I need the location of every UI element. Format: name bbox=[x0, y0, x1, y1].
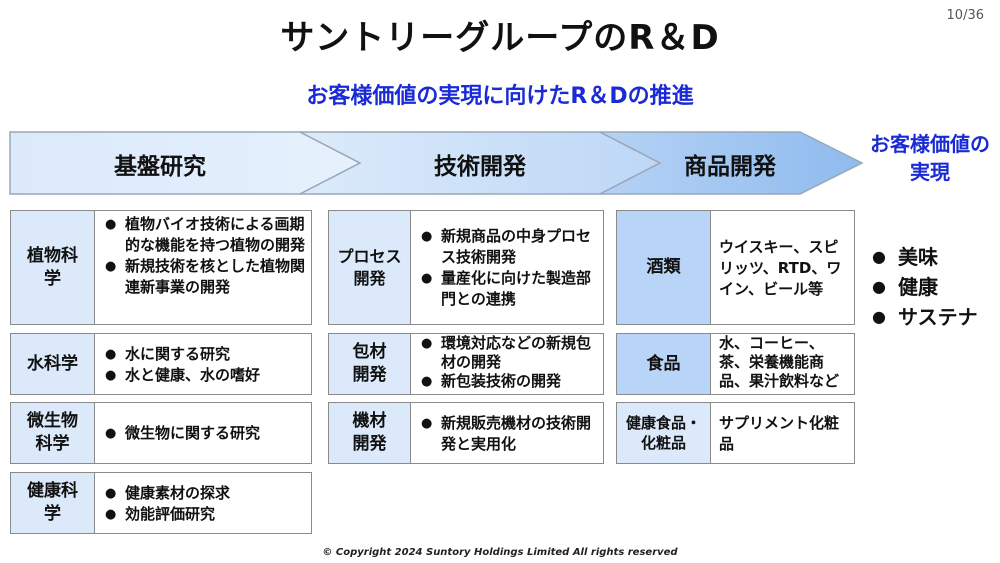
product-desc: ウイスキー、スピリッツ、RTD、ワイン、ビール等 bbox=[719, 237, 842, 298]
goal-item: 美味 bbox=[872, 242, 978, 272]
stage-label-research: 基盤研究 bbox=[114, 154, 206, 180]
goal-list: 美味 健康 サステナ bbox=[872, 242, 978, 332]
list-item: 環境対応などの新規包材の開発 bbox=[419, 334, 597, 372]
product-category: 酒類 bbox=[617, 211, 711, 324]
page-number: 10/36 bbox=[946, 8, 984, 23]
product-desc: サプリメント化粧品 bbox=[719, 413, 840, 453]
product-row-alcohol: 酒類 ウイスキー、スピリッツ、RTD、ワイン、ビール等 bbox=[616, 210, 855, 325]
list-item: 水と健康、水の嗜好 bbox=[103, 365, 260, 386]
list-item: 健康素材の探求 bbox=[103, 483, 230, 504]
technology-desc: 新規販売機材の技術開発と実用化 bbox=[411, 403, 603, 463]
research-desc: 微生物に関する研究 bbox=[95, 403, 311, 463]
list-item: 水に関する研究 bbox=[103, 344, 260, 365]
research-row-health: 健康科学 健康素材の探求 効能評価研究 bbox=[10, 472, 312, 534]
stage-label-technology: 技術開発 bbox=[434, 154, 526, 180]
copyright-notice: © Copyright 2024 Suntory Holdings Limite… bbox=[322, 547, 678, 558]
research-row-water: 水科学 水に関する研究 水と健康、水の嗜好 bbox=[10, 333, 312, 395]
list-item: 植物バイオ技術による画期的な機能を持つ植物の開発 bbox=[103, 214, 305, 256]
product-category: 食品 bbox=[617, 334, 711, 394]
technology-row-equipment: 機材開発 新規販売機材の技術開発と実用化 bbox=[328, 402, 604, 464]
research-row-plant: 植物科学 植物バイオ技術による画期的な機能を持つ植物の開発 新規技術を核とした植… bbox=[10, 210, 312, 325]
research-desc: 健康素材の探求 効能評価研究 bbox=[95, 473, 311, 533]
product-category: 健康食品・化粧品 bbox=[617, 403, 711, 463]
stage-flow-arrows bbox=[9, 131, 864, 195]
product-row-health-cosmetics: 健康食品・化粧品 サプリメント化粧品 bbox=[616, 402, 855, 464]
stage-label-products: 商品開発 bbox=[684, 154, 776, 180]
product-row-food: 食品 水、コーヒー、茶、栄養機能商品、果汁飲料など bbox=[616, 333, 855, 395]
list-item: 効能評価研究 bbox=[103, 504, 230, 525]
research-desc: 植物バイオ技術による画期的な機能を持つ植物の開発 新規技術を核とした植物関連新事… bbox=[95, 211, 311, 324]
research-category: 健康科学 bbox=[11, 473, 95, 533]
research-desc: 水に関する研究 水と健康、水の嗜好 bbox=[95, 334, 311, 394]
research-category: 微生物科学 bbox=[11, 403, 95, 463]
technology-row-process: プロセス開発 新規商品の中身プロセス技術開発 量産化に向けた製造部門との連携 bbox=[328, 210, 604, 325]
list-item: 新規販売機材の技術開発と実用化 bbox=[419, 413, 597, 455]
research-category: 水科学 bbox=[11, 334, 95, 394]
technology-desc: 新規商品の中身プロセス技術開発 量産化に向けた製造部門との連携 bbox=[411, 211, 603, 324]
list-item: 量産化に向けた製造部門との連携 bbox=[419, 268, 597, 310]
research-category: 植物科学 bbox=[11, 211, 95, 324]
technology-row-packaging: 包材開発 環境対応などの新規包材の開発 新包装技術の開発 bbox=[328, 333, 604, 395]
research-row-microbe: 微生物科学 微生物に関する研究 bbox=[10, 402, 312, 464]
goal-item: 健康 bbox=[872, 272, 978, 302]
technology-category: 機材開発 bbox=[329, 403, 411, 463]
list-item: 微生物に関する研究 bbox=[103, 423, 260, 444]
chevron-products bbox=[599, 131, 864, 195]
technology-desc: 環境対応などの新規包材の開発 新包装技術の開発 bbox=[411, 334, 603, 394]
technology-category: プロセス開発 bbox=[329, 211, 411, 324]
technology-category: 包材開発 bbox=[329, 334, 411, 394]
list-item: 新規技術を核とした植物関連新事業の開発 bbox=[103, 256, 305, 298]
list-item: 新包装技術の開発 bbox=[419, 372, 597, 391]
goal-item: サステナ bbox=[872, 302, 978, 332]
page-title: サントリーグループのR＆D bbox=[280, 18, 720, 58]
product-desc: 水、コーヒー、茶、栄養機能商品、果汁飲料など bbox=[719, 334, 840, 390]
goal-heading: お客様価値の実現 bbox=[870, 132, 990, 184]
page-subtitle: お客様価値の実現に向けたR＆Dの推進 bbox=[306, 84, 694, 109]
list-item: 新規商品の中身プロセス技術開発 bbox=[419, 226, 597, 268]
